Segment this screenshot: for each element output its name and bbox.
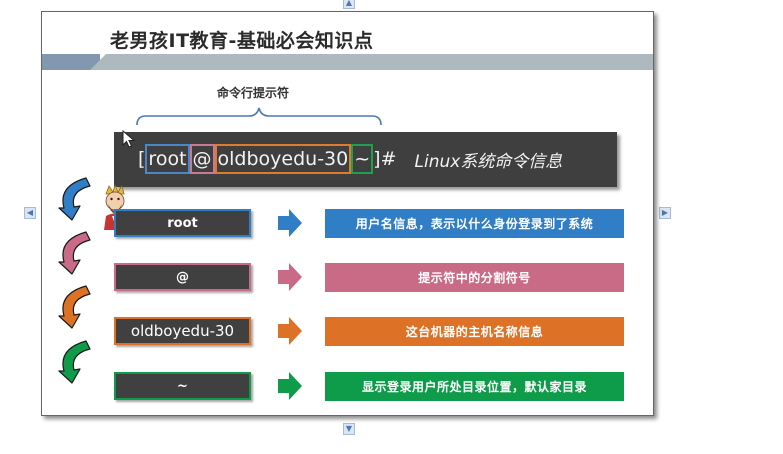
right-arrow-icon (278, 263, 302, 291)
next-slide-icon[interactable]: ▶ (659, 207, 671, 219)
title-band-left (42, 54, 100, 70)
curly-brace-icon (136, 107, 382, 126)
curved-arrow-icon (58, 340, 91, 384)
right-arrow-icon (278, 372, 302, 400)
right-arrow-icon (278, 209, 302, 237)
prompt-at: @ (189, 144, 215, 174)
description-host: 这台机器的主机名称信息 (325, 317, 624, 346)
scroll-up-icon[interactable]: ▲ (343, 0, 355, 9)
prompt-caption: 命令行提示符 (217, 86, 290, 100)
command-prompt-box: [ root @ oldboyedu-30 ~ ]# Linux系统命令信息 (114, 132, 617, 187)
title-band-right (90, 54, 653, 70)
mouse-pointer-icon (122, 130, 136, 148)
previous-slide-icon[interactable]: ◀ (24, 207, 36, 219)
part-box-host: oldboyedu-30 (114, 317, 251, 345)
command-line: [ root @ oldboyedu-30 ~ ]# Linux系统命令信息 (138, 144, 563, 174)
part-box-path: ~ (114, 372, 251, 400)
bracket-open: [ (138, 148, 146, 170)
curved-arrow-icon (58, 285, 91, 329)
part-box-user: root (114, 209, 251, 237)
slide-title: 老男孩IT教育-基础必会知识点 (110, 30, 374, 52)
slide-canvas: 老男孩IT教育-基础必会知识点 命令行提示符 [ root @ oldboyed… (41, 11, 654, 416)
part-box-at: @ (114, 263, 251, 291)
prompt-host: oldboyedu-30 (214, 144, 352, 174)
right-arrow-icon (278, 317, 302, 345)
description-path: 显示登录用户所处目录位置，默认家目录 (325, 372, 624, 401)
bracket-close: ]# (373, 148, 397, 170)
prompt-path: ~ (351, 144, 374, 174)
description-at: 提示符中的分割符号 (325, 263, 624, 292)
command-info: Linux系统命令信息 (414, 151, 563, 172)
description-user: 用户名信息，表示以什么身份登录到了系统 (325, 209, 624, 238)
prompt-user: root (145, 144, 190, 174)
curved-arrow-icon (58, 231, 91, 275)
scroll-down-icon[interactable]: ▼ (343, 423, 355, 435)
curved-arrow-icon (58, 177, 91, 221)
